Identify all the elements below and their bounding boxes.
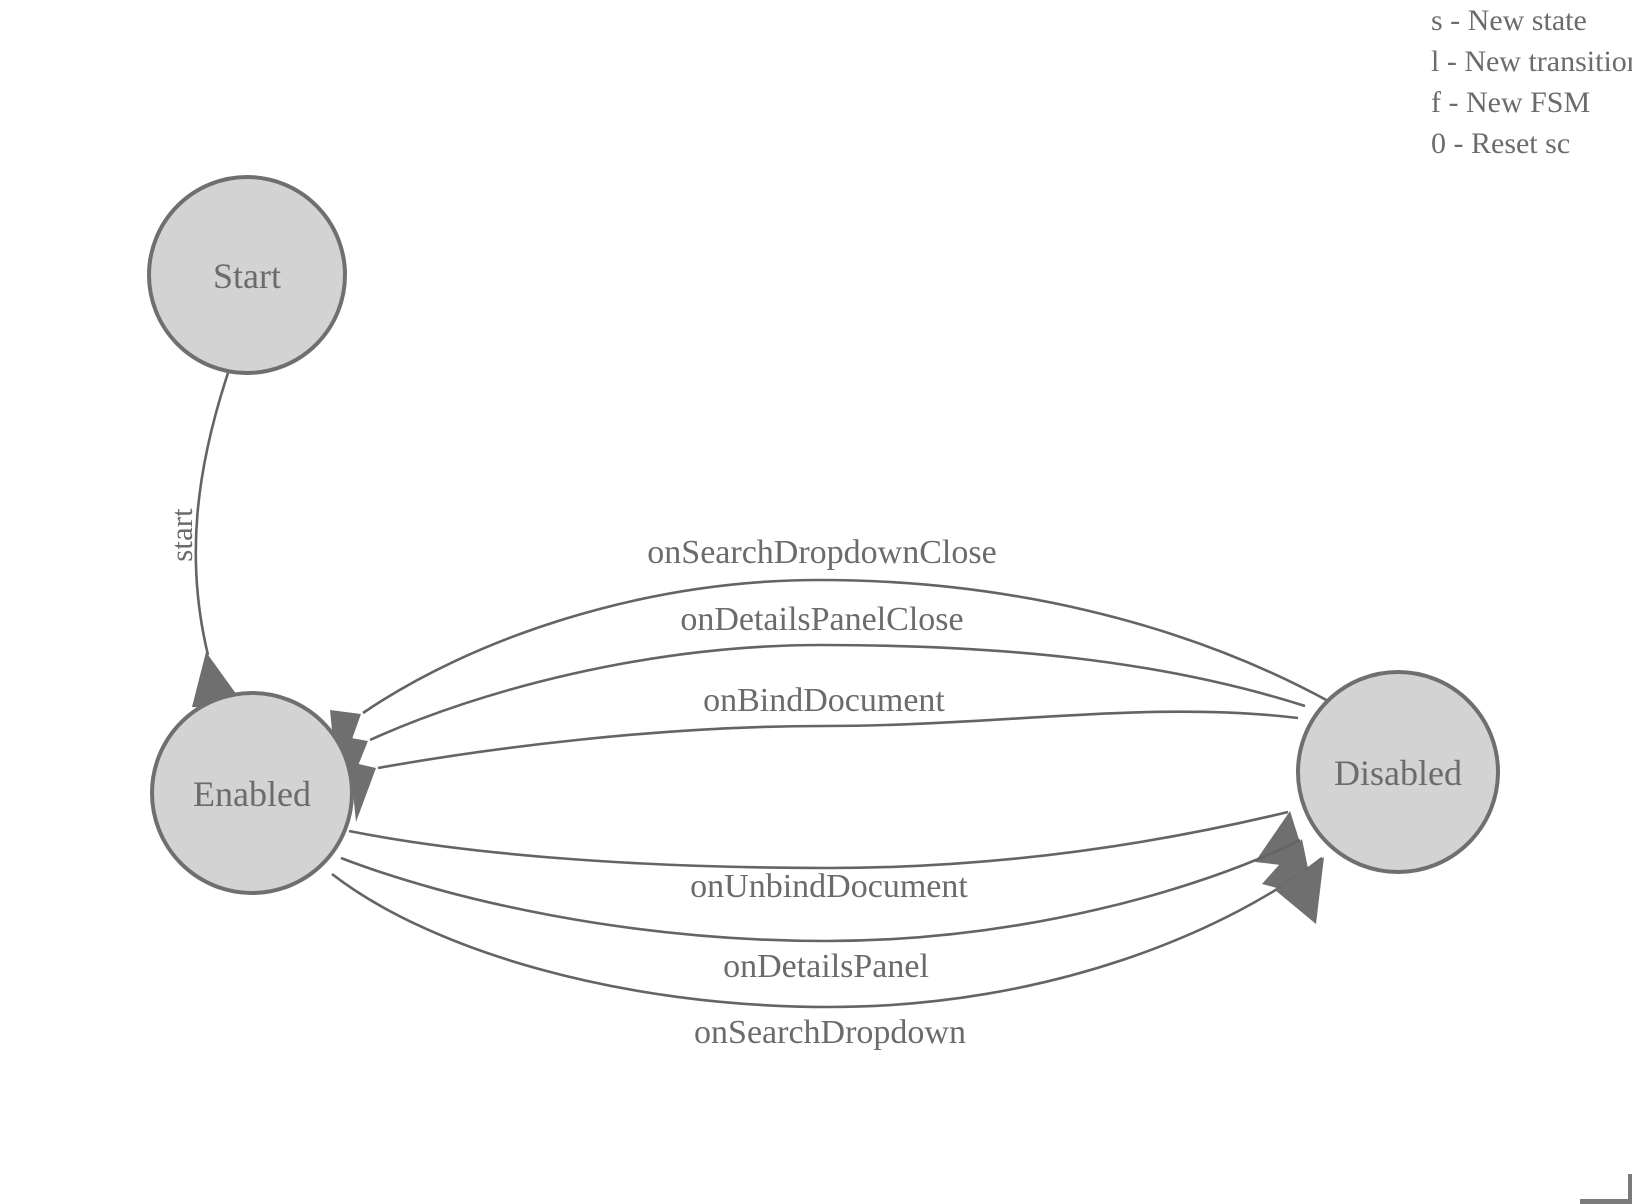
edge-label-on-search-dropdown: onSearchDropdown bbox=[694, 1014, 966, 1051]
edge-path-on-unbind-document bbox=[348, 810, 1289, 870]
edge-on-bind-document[interactable]: onBindDocument bbox=[350, 682, 1299, 822]
edge-label-on-unbind-document: onUnbindDocument bbox=[690, 868, 968, 905]
arrowhead-on-search-dropdown bbox=[1275, 857, 1324, 924]
arrowhead-on-bind-document bbox=[350, 762, 376, 822]
edge-on-details-panel-close[interactable]: onDetailsPanelClose bbox=[340, 601, 1306, 800]
node-enabled-label: Enabled bbox=[193, 774, 311, 814]
node-disabled-label: Disabled bbox=[1334, 753, 1462, 793]
edge-on-search-dropdown-close[interactable]: onSearchDropdownClose bbox=[330, 534, 1331, 781]
node-start-label: Start bbox=[213, 256, 281, 296]
node-start[interactable]: Start bbox=[147, 175, 347, 375]
edge-path-on-details-panel-close bbox=[369, 643, 1306, 742]
node-enabled-circle[interactable] bbox=[150, 691, 354, 895]
edge-start[interactable]: start bbox=[164, 372, 247, 709]
edge-label-on-details-panel: onDetailsPanel bbox=[723, 948, 929, 985]
edge-path-on-bind-document bbox=[377, 710, 1299, 770]
node-disabled-circle[interactable] bbox=[1296, 670, 1500, 874]
resize-handle-vertical-bar bbox=[1628, 1174, 1632, 1204]
edge-on-details-panel[interactable]: onDetailsPanel bbox=[340, 838, 1314, 985]
node-start-circle[interactable] bbox=[147, 175, 347, 375]
edge-path-on-details-panel bbox=[340, 838, 1301, 943]
edge-path-start bbox=[194, 372, 230, 656]
edge-label-start: start bbox=[164, 508, 199, 562]
node-enabled[interactable]: Enabled bbox=[150, 691, 354, 895]
resize-handle[interactable] bbox=[1570, 1160, 1632, 1204]
edge-on-search-dropdown[interactable]: onSearchDropdown bbox=[331, 856, 1324, 1051]
resize-handle-horizontal-bar bbox=[1580, 1199, 1632, 1204]
edge-path-on-search-dropdown bbox=[331, 856, 1323, 1009]
edge-path-on-search-dropdown-close bbox=[362, 578, 1331, 715]
edge-label-on-search-dropdown-close: onSearchDropdownClose bbox=[647, 534, 996, 571]
edge-label-on-details-panel-close: onDetailsPanelClose bbox=[680, 601, 963, 638]
edge-label-on-bind-document: onBindDocument bbox=[703, 682, 945, 719]
node-disabled[interactable]: Disabled bbox=[1296, 670, 1500, 874]
